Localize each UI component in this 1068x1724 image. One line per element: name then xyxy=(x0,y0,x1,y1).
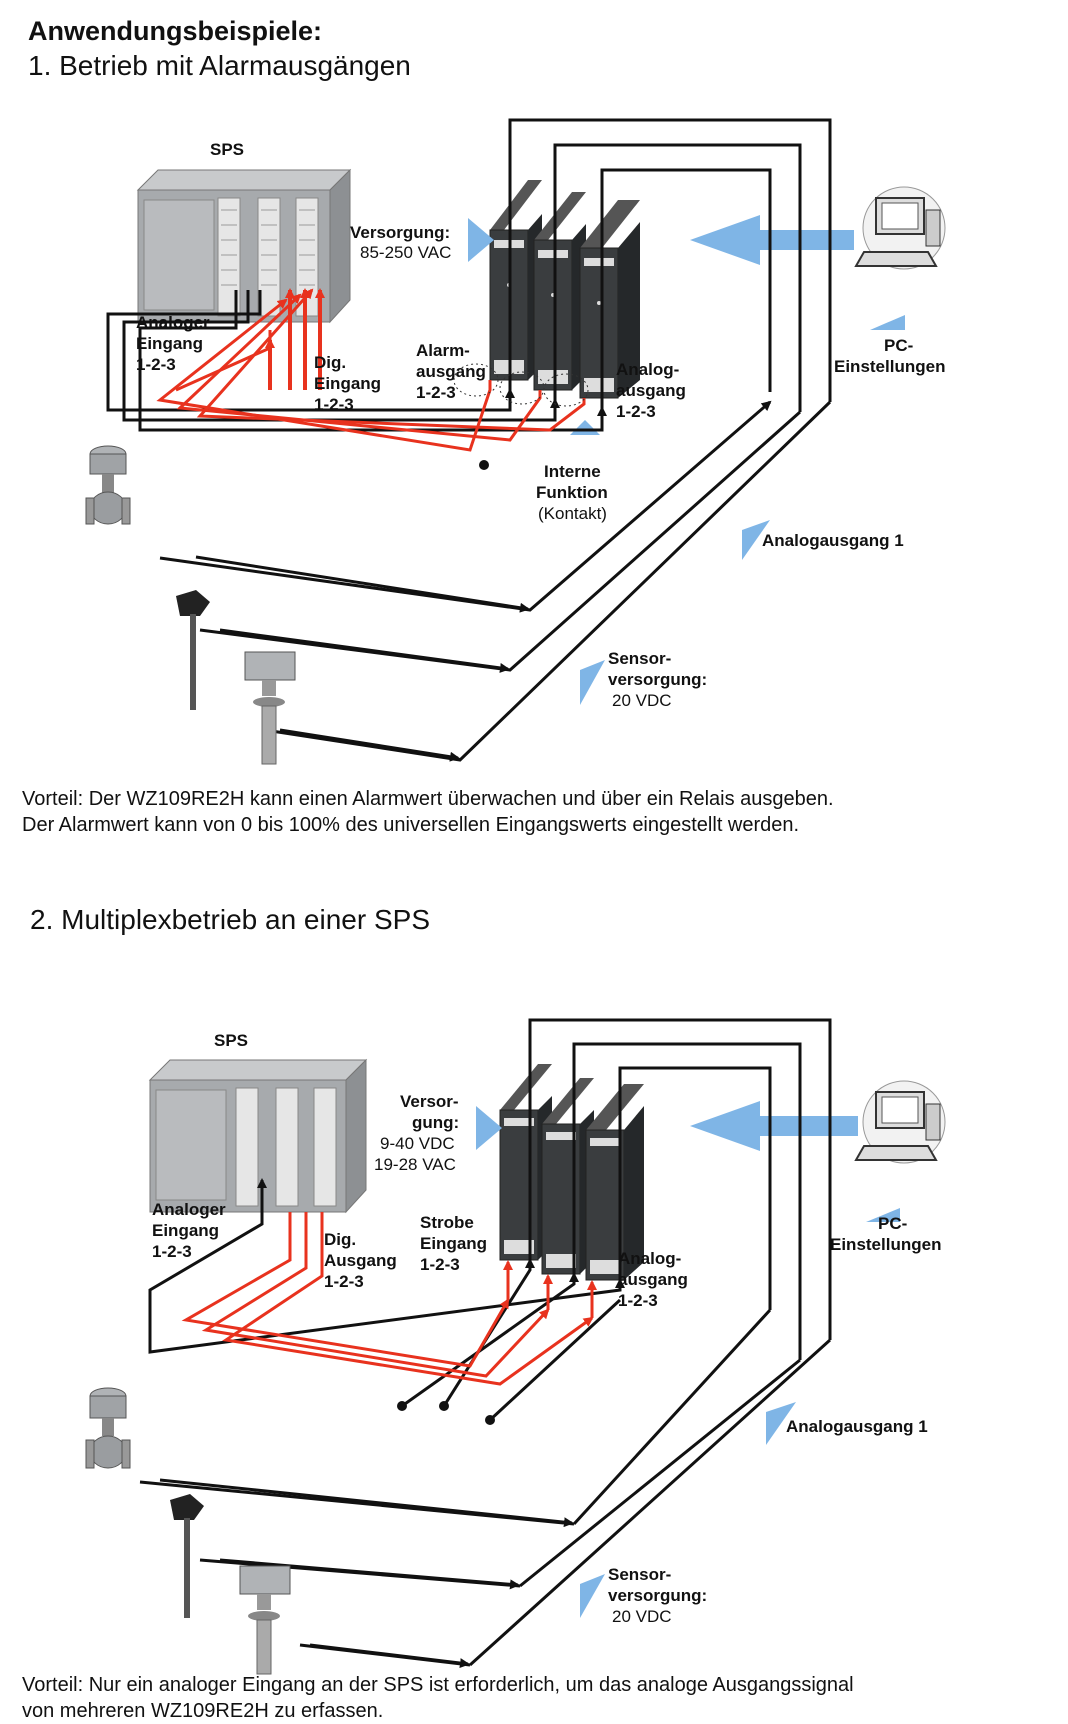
label-sensor-3: 20 VDC xyxy=(612,691,672,710)
label-interne-1: Interne xyxy=(544,462,601,481)
label-sps: SPS xyxy=(214,1031,248,1050)
analog-out-arrow xyxy=(742,520,770,560)
label-sensor-1: Sensor- xyxy=(608,649,671,668)
analog-out-arrow xyxy=(766,1402,796,1445)
label-analogausgang-3: 1-2-3 xyxy=(618,1291,658,1310)
label-analoger-eingang-1: Analoger xyxy=(136,313,210,332)
label-dig-eingang-3: 1-2-3 xyxy=(314,395,354,414)
diagram-multiplex-operation: SPS xyxy=(85,1018,946,1675)
config-arrow xyxy=(690,1101,858,1151)
level-sensor-icon xyxy=(239,1565,291,1675)
label-strobe-1: Strobe xyxy=(420,1213,474,1232)
label-sps: SPS xyxy=(210,140,244,159)
label-analoger-eingang-2: Eingang xyxy=(152,1221,219,1240)
label-analogausgang-1: Analog- xyxy=(618,1249,681,1268)
label-alarmausgang-3: 1-2-3 xyxy=(416,383,456,402)
relay-contact-icon xyxy=(453,363,589,407)
label-pc-2: Einstellungen xyxy=(830,1235,941,1254)
plc-icon xyxy=(148,1058,368,1214)
section1-note-line1: Vorteil: Der WZ109RE2H kann einen Alarmw… xyxy=(22,788,834,810)
sensor-arrow xyxy=(580,1574,605,1618)
label-alarmausgang-2: ausgang xyxy=(416,362,486,381)
section2-note: Vorteil: Nur ein analoger Eingang an der… xyxy=(22,1672,854,1724)
label-versorgung-1: Versor- xyxy=(400,1092,459,1111)
label-analoger-eingang-3: 1-2-3 xyxy=(152,1242,192,1261)
section2-title: 2. Multiplexbetrieb an einer SPS xyxy=(30,904,430,935)
config-arrow xyxy=(690,215,854,265)
page-heading: Anwendungsbeispiele: xyxy=(28,16,323,46)
section2-note-line2: von mehreren WZ109RE2H zu erfassen. xyxy=(22,1700,384,1722)
valve-icon xyxy=(85,1387,131,1469)
label-sensor-1: Sensor- xyxy=(608,1565,671,1584)
label-dig-ausgang-1: Dig. xyxy=(324,1230,356,1249)
label-strobe-2: Eingang xyxy=(420,1234,487,1253)
label-strobe-3: 1-2-3 xyxy=(420,1255,460,1274)
supply-arrow xyxy=(468,218,494,262)
label-analoger-eingang-1: Analoger xyxy=(152,1200,226,1219)
temperature-sensor-icon xyxy=(170,1494,204,1618)
label-analogausgang1: Analogausgang 1 xyxy=(786,1417,928,1436)
diagram-alarm-operation: SPS xyxy=(85,118,946,765)
label-versorgung: Versorgung: xyxy=(350,223,450,242)
label-analogausgang-3: 1-2-3 xyxy=(616,402,656,421)
label-versorgung-value: 85-250 VAC xyxy=(360,243,451,262)
supply-arrow xyxy=(476,1106,502,1150)
pc-arrow xyxy=(870,315,905,330)
label-versorgung-3: 9-40 VDC xyxy=(380,1134,455,1153)
label-versorgung-2: gung: xyxy=(412,1113,459,1132)
label-alarmausgang-1: Alarm- xyxy=(416,341,470,360)
computer-icon xyxy=(854,186,946,270)
transmitter-icon xyxy=(489,180,640,399)
label-versorgung-4: 19-28 VAC xyxy=(374,1155,456,1174)
label-sensor-2: versorgung: xyxy=(608,1586,707,1605)
temperature-sensor-icon xyxy=(176,590,210,710)
transmitter-icon xyxy=(499,1064,644,1281)
label-analogausgang-1: Analog- xyxy=(616,360,679,379)
label-dig-ausgang-3: 1-2-3 xyxy=(324,1272,364,1291)
label-interne-2: Funktion xyxy=(536,483,608,502)
computer-icon xyxy=(854,1080,946,1164)
section2-note-line1: Vorteil: Nur ein analoger Eingang an der… xyxy=(22,1674,854,1696)
internal-arrow xyxy=(570,420,600,435)
label-analogausgang-2: ausgang xyxy=(618,1270,688,1289)
label-sensor-3: 20 VDC xyxy=(612,1607,672,1626)
label-sensor-2: versorgung: xyxy=(608,670,707,689)
section1-note-line2: Der Alarmwert kann von 0 bis 100% des un… xyxy=(22,814,800,836)
label-dig-eingang-1: Dig. xyxy=(314,353,346,372)
label-analogausgang-2: ausgang xyxy=(616,381,686,400)
pc-arrow xyxy=(866,1208,900,1222)
label-pc-1: PC- xyxy=(878,1214,907,1233)
section1-title: 1. Betrieb mit Alarmausgängen xyxy=(28,50,411,81)
label-dig-ausgang-2: Ausgang xyxy=(324,1251,397,1270)
label-pc-2: Einstellungen xyxy=(834,357,945,376)
label-interne-3: (Kontakt) xyxy=(538,504,607,523)
label-analogausgang1: Analogausgang 1 xyxy=(762,531,904,550)
label-pc-1: PC- xyxy=(884,336,913,355)
label-analoger-eingang-2: Eingang xyxy=(136,334,203,353)
label-dig-eingang-2: Eingang xyxy=(314,374,381,393)
section1-note: Vorteil: Der WZ109RE2H kann einen Alarmw… xyxy=(22,786,834,838)
label-analoger-eingang-3: 1-2-3 xyxy=(136,355,176,374)
valve-icon xyxy=(85,445,131,525)
sensor-arrow xyxy=(580,660,605,705)
level-sensor-icon xyxy=(244,651,296,765)
